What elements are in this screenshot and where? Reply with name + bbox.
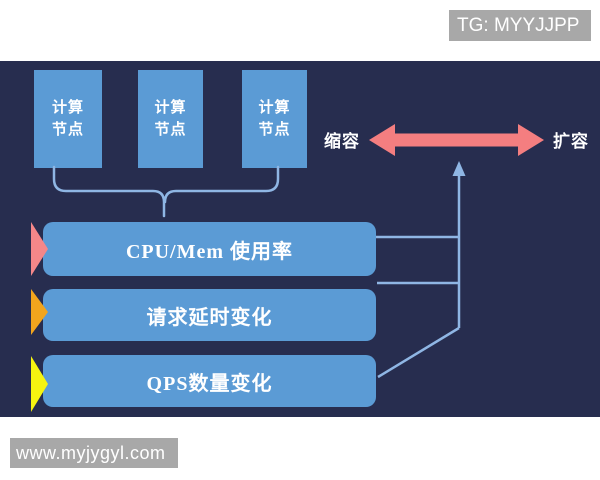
compute-node-label: 计算节点: [154, 98, 187, 139]
compute-node-label: 计算节点: [258, 98, 291, 139]
metric-bar-cpu-mem: CPU/Mem 使用率: [43, 222, 376, 276]
compute-node-label: 计算节点: [51, 98, 84, 139]
compute-node-box-2: 计算节点: [138, 70, 203, 168]
metric-bar-label: CPU/Mem 使用率: [125, 240, 294, 263]
scale-out-label: 扩容: [553, 132, 589, 151]
compute-node-box-3: 计算节点: [242, 70, 307, 168]
top-watermark-badge: TG: MYYJJPP: [449, 10, 591, 41]
metric-bar-label: 请求延时变化: [146, 306, 273, 329]
metric-bar-qps: QPS数量变化: [43, 355, 376, 407]
scale-in-label: 缩容: [324, 132, 360, 151]
top-watermark-text: TG: MYYJJPP: [457, 14, 580, 36]
compute-node-box-1: 计算节点: [34, 70, 102, 168]
metric-bar-latency: 请求延时变化: [43, 289, 376, 341]
bottom-watermark-text: www.myjygyl.com: [16, 442, 166, 463]
bottom-watermark-badge: www.myjygyl.com: [10, 438, 178, 468]
metric-bar-label: QPS数量变化: [146, 372, 273, 395]
